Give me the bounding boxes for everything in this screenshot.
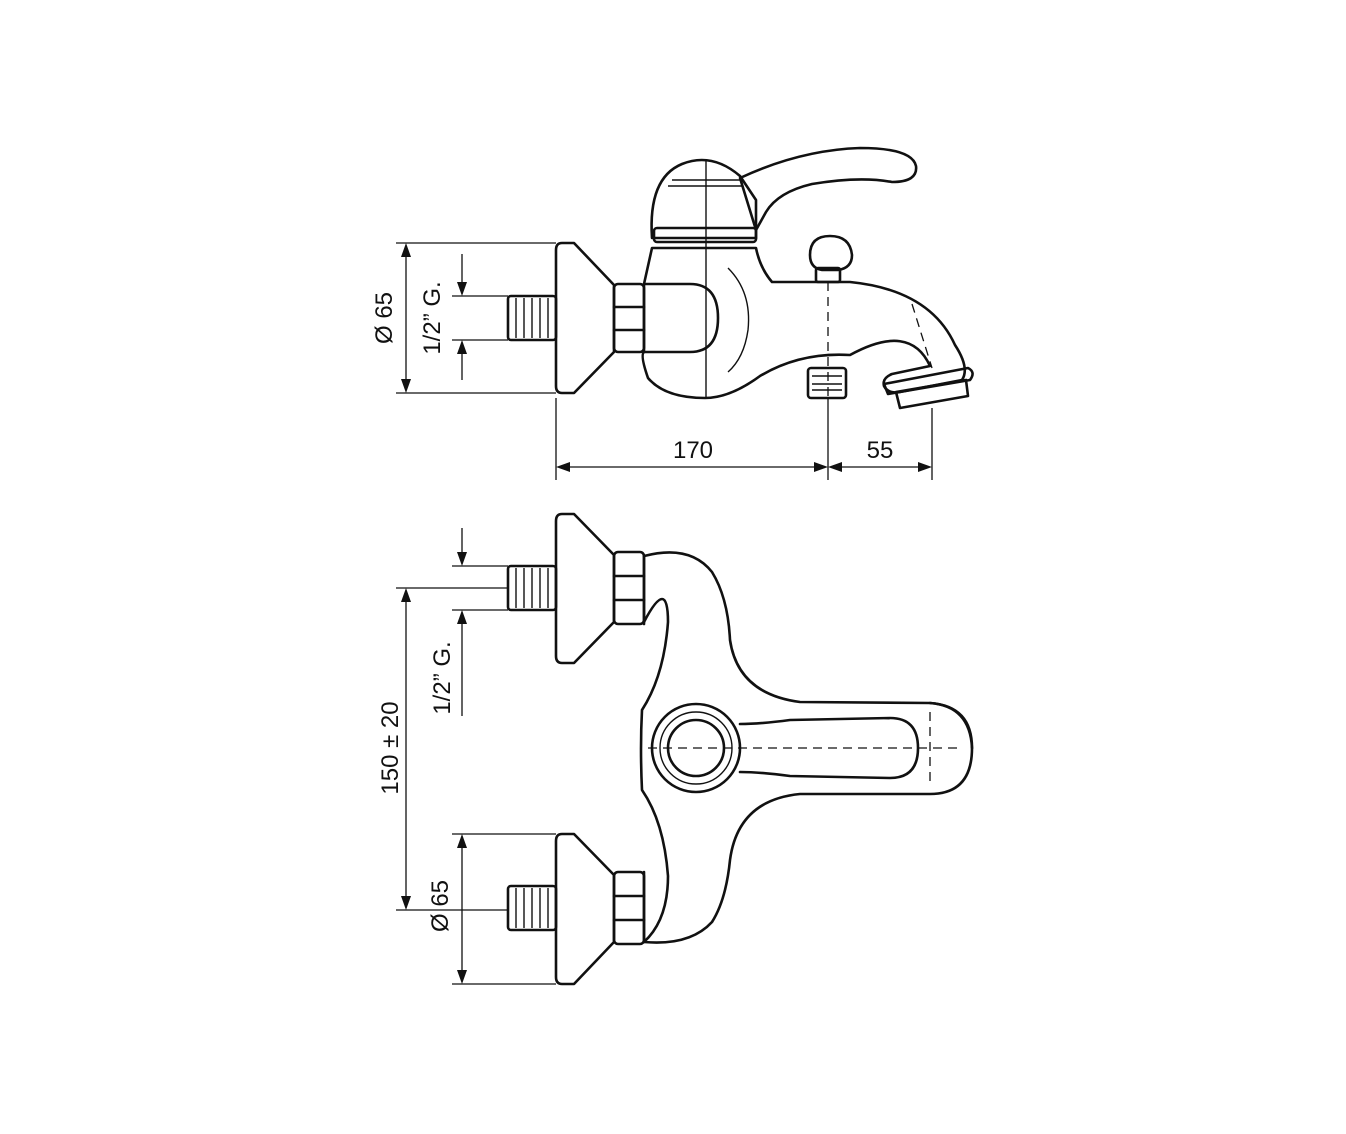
top-mixer-body [639,551,974,944]
top-thread-label: 1/2” G. [429,641,456,714]
top-lower-hex-nut [612,870,646,946]
side-lever-handle [738,146,918,232]
side-cartridge-cap [650,158,758,240]
side-hex-nut [612,282,646,354]
top-thread-dimension: 1/2” G. [429,528,467,716]
side-diameter-label: Ø 65 [371,292,398,344]
top-diameter-label: Ø 65 [427,880,454,932]
side-body-contour [727,267,750,373]
top-upper-hex-nut [612,550,646,626]
top-spacing-label: 150 ± 20 [377,701,404,794]
side-aerator [882,366,974,410]
side-spout-dimension: 55 [828,437,932,472]
top-upper-rosette [554,512,616,665]
side-extension-lines [396,242,933,480]
side-view: Ø 65 1/2” G. 170 55 [371,146,974,480]
side-cartridge-ring [652,226,758,244]
side-diameter-dimension: Ø 65 [371,243,411,393]
top-lower-rosette [554,832,616,986]
top-spacing-dimension: 150 ± 20 [377,588,411,910]
side-diverter-knob [808,234,854,284]
top-end-cap [928,701,974,750]
side-hose-outlet [806,366,848,400]
top-extension-lines [396,565,556,985]
side-spout-centerline [911,303,933,369]
top-diameter-dimension: Ø 65 [427,834,467,984]
top-lower-threaded-inlet [506,884,558,932]
top-upper-threaded-inlet [506,564,558,612]
side-spout-label: 55 [867,437,894,464]
side-threaded-inlet [506,294,558,342]
side-mixer-body [641,246,967,400]
side-thread-dimension: 1/2” G. [419,254,467,380]
side-length-label: 170 [673,437,713,464]
side-wall-rosette [554,241,616,395]
side-body-bore [642,282,720,354]
top-view: 1/2” G. 150 ± 20 Ø 65 [377,512,974,986]
side-length-dimension: 170 [556,437,828,472]
side-thread-label: 1/2” G. [419,281,446,354]
